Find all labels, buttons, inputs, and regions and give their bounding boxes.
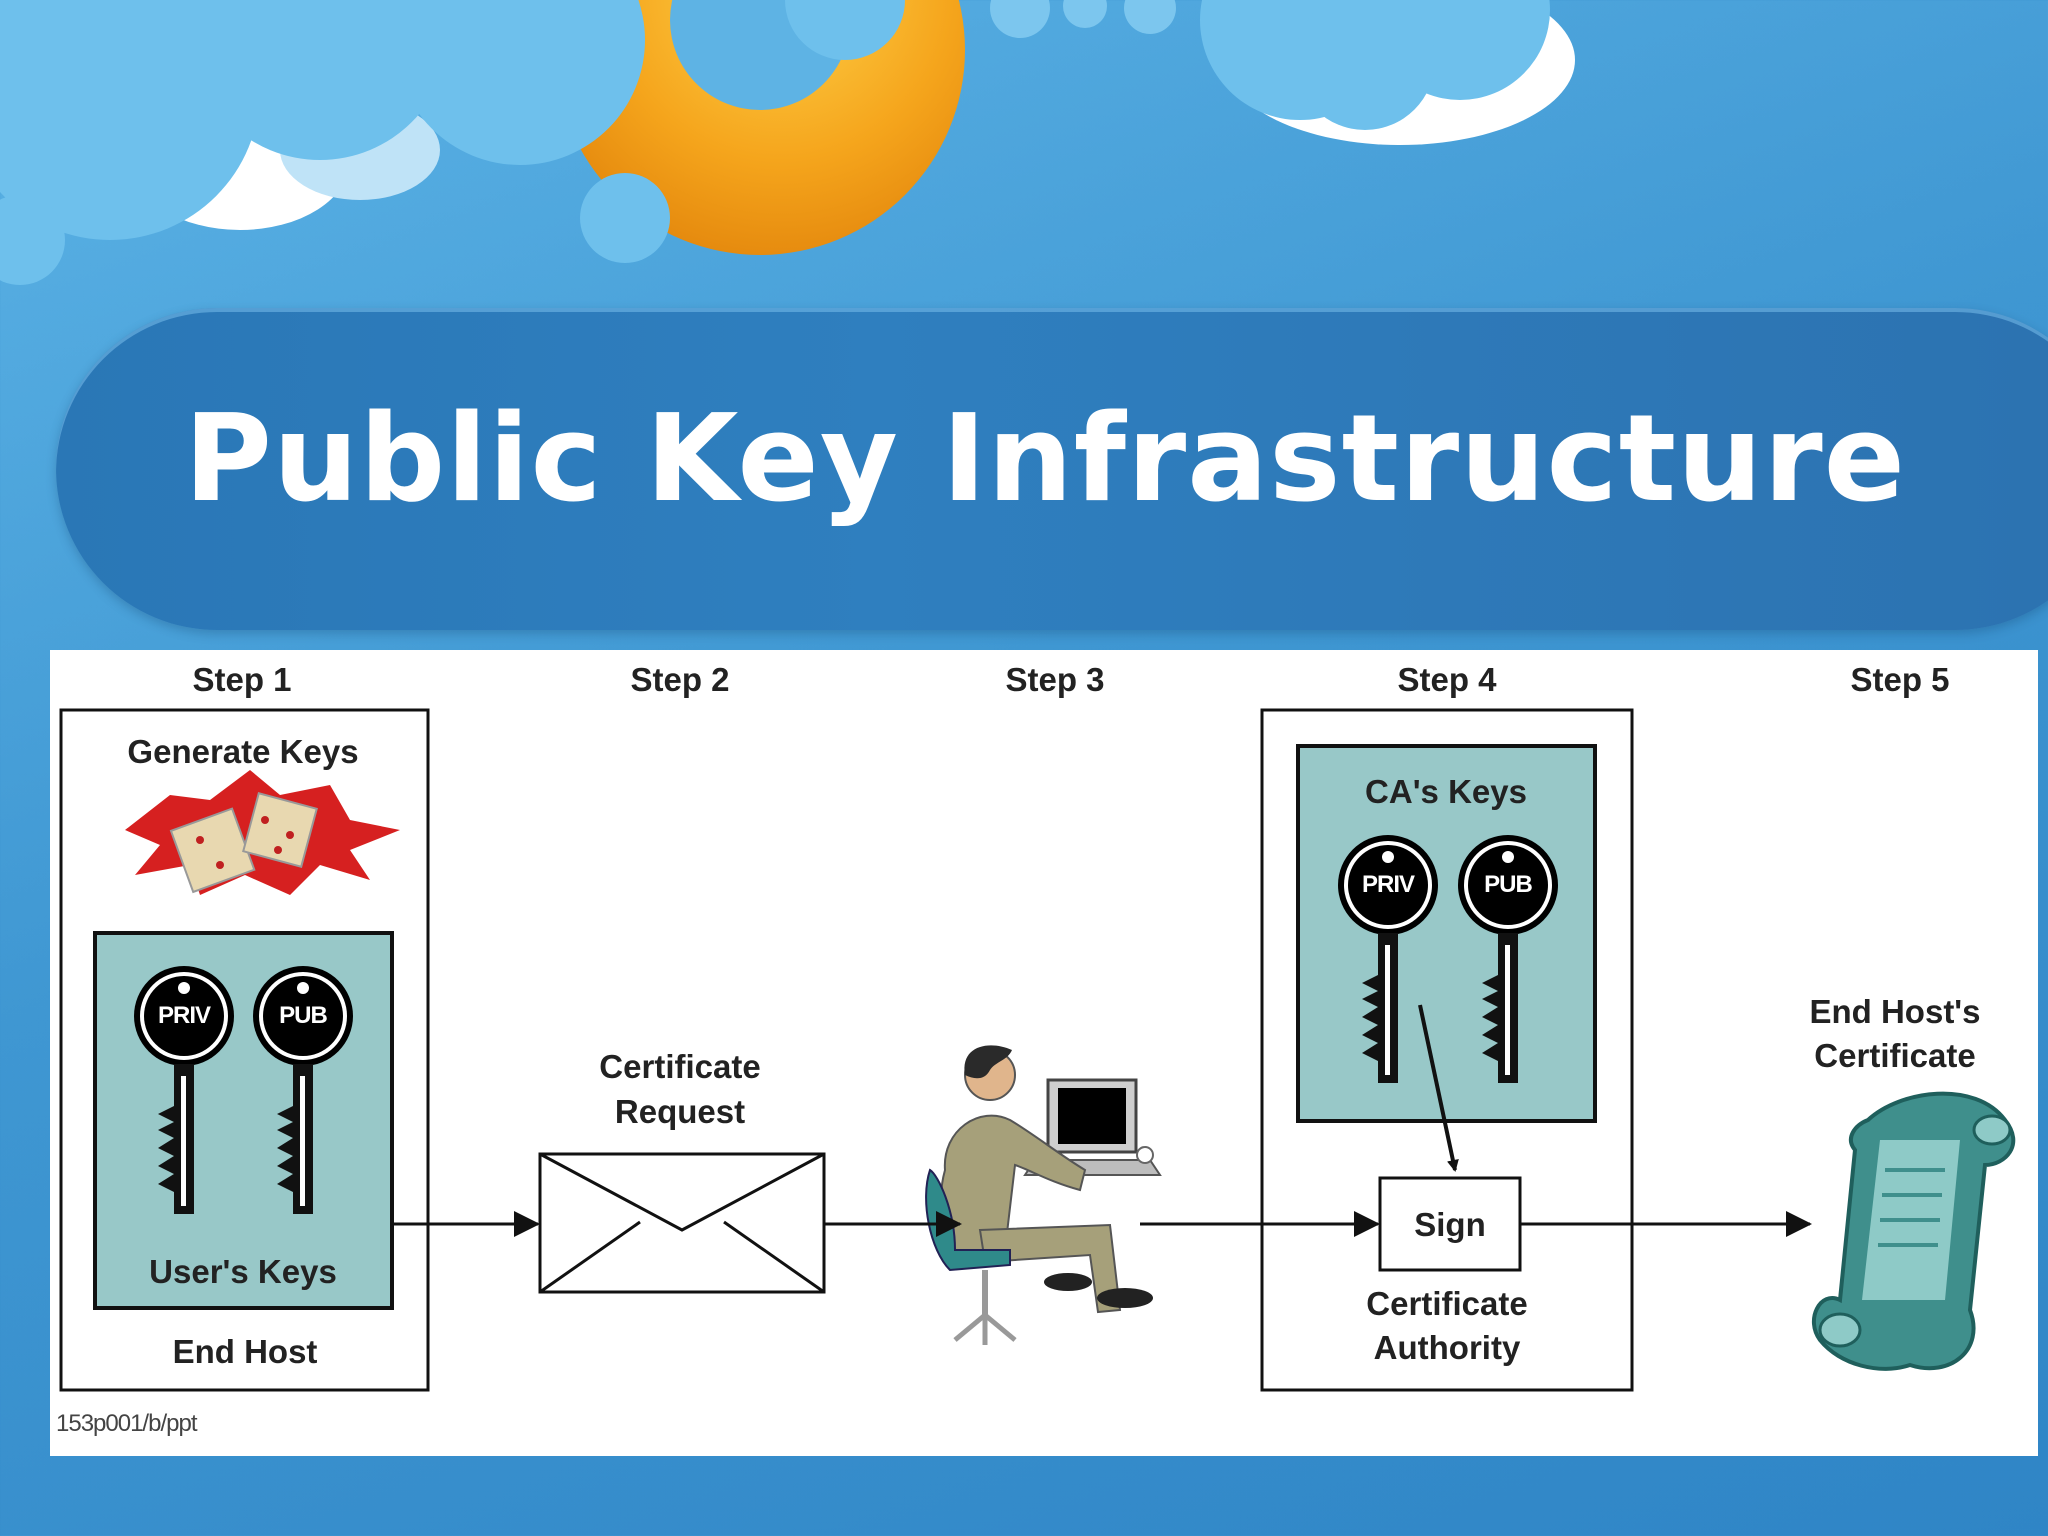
user-priv-key-label: PRIV xyxy=(157,1002,211,1029)
cloud-left xyxy=(0,0,670,285)
step-4-label: Step 4 xyxy=(1397,661,1497,698)
sign-label: Sign xyxy=(1414,1206,1486,1243)
end-host-certificate-line2: Certificate xyxy=(1814,1037,1976,1074)
certificate-scroll-icon xyxy=(1812,1091,2016,1371)
envelope-icon xyxy=(538,1152,826,1294)
signing-arrow xyxy=(1418,1004,1459,1172)
header-decoration xyxy=(0,0,1575,285)
step-1-label: Step 1 xyxy=(192,661,292,698)
dice-burst-icon xyxy=(125,770,400,895)
figure-code: 153p001/b/ppt xyxy=(56,1410,197,1437)
end-host-label: End Host xyxy=(172,1333,318,1370)
ca-keys-label: CA's Keys xyxy=(1365,773,1527,810)
ca-pub-key-label: PUB xyxy=(1484,871,1533,898)
user-pub-key-label: PUB xyxy=(279,1002,328,1029)
certificate-authority-line2: Authority xyxy=(1373,1329,1521,1366)
step-3-label: Step 3 xyxy=(1005,661,1105,698)
end-host-certificate-line1: End Host's xyxy=(1809,993,1981,1030)
ca-keys-panel xyxy=(1296,744,1597,1123)
cloud-center xyxy=(670,0,1176,110)
step-2-label: Step 2 xyxy=(630,661,730,698)
ca-priv-key-label: PRIV xyxy=(1361,871,1415,898)
generate-keys-label: Generate Keys xyxy=(127,733,359,770)
pki-diagram: Step 1 Step 2 Step 3 Step 4 Step 5 Gener… xyxy=(50,650,2038,1456)
sign-box xyxy=(1378,1176,1522,1272)
certificate-authority-line1: Certificate xyxy=(1366,1285,1528,1322)
certificate-request-line1: Certificate xyxy=(599,1048,761,1085)
certificate-request-line2: Request xyxy=(614,1093,746,1130)
operator-at-computer-icon xyxy=(925,1045,1162,1345)
slide-title: Public Key Infrastructure xyxy=(184,390,1907,529)
title-band xyxy=(56,308,2048,630)
step-5-label: Step 5 xyxy=(1850,661,1950,698)
users-keys-label: User's Keys xyxy=(149,1253,337,1290)
cloud-right xyxy=(1200,0,1575,145)
